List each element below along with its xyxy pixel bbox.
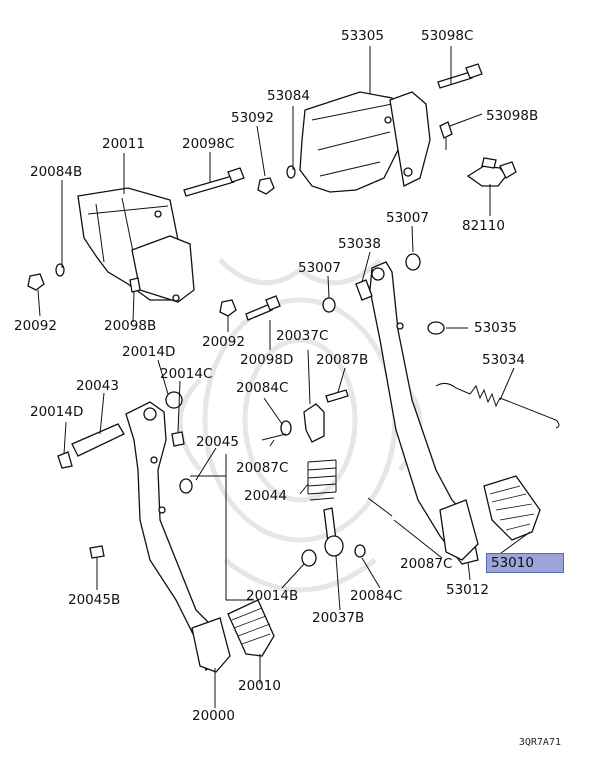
label-53034[interactable]: 53034 — [482, 352, 525, 368]
label-20098D[interactable]: 20098D — [240, 352, 294, 368]
washer-53084[interactable] — [286, 165, 296, 179]
label-53007-upper[interactable]: 53007 — [386, 210, 429, 226]
label-20087C-mid[interactable]: 20087C — [236, 460, 289, 476]
label-53084[interactable]: 53084 — [267, 88, 310, 104]
pedal-arm-20000[interactable] — [125, 401, 231, 673]
washer-20084C-top[interactable] — [280, 420, 292, 436]
label-20098C[interactable]: 20098C — [182, 136, 235, 152]
label-20043[interactable]: 20043 — [76, 378, 119, 394]
label-20092-center[interactable]: 20092 — [202, 334, 245, 350]
pin-20087C-mid[interactable] — [261, 433, 287, 441]
bolt-53098C[interactable] — [437, 63, 483, 89]
label-20092-left[interactable]: 20092 — [14, 318, 57, 334]
nut-20092-left[interactable] — [27, 273, 45, 291]
bolt-20098D[interactable] — [245, 295, 281, 321]
label-20087B[interactable]: 20087B — [316, 352, 369, 368]
nut-20092-center[interactable] — [219, 299, 237, 317]
label-20045B[interactable]: 20045B — [68, 592, 121, 608]
stopper-53035[interactable] — [427, 321, 445, 335]
bushing-53007-lower[interactable] — [322, 297, 336, 313]
washer-20084C-bottom[interactable] — [354, 544, 366, 558]
label-20000[interactable]: 20000 — [192, 708, 235, 724]
bushing-53038[interactable] — [355, 279, 373, 301]
pedal-pad-53010[interactable] — [483, 475, 541, 541]
label-20037B[interactable]: 20037B — [312, 610, 365, 626]
label-53007-lower[interactable]: 53007 — [298, 260, 341, 276]
spring-20044[interactable] — [307, 459, 337, 501]
label-53012[interactable]: 53012 — [446, 582, 489, 598]
label-20014D-top[interactable]: 20014D — [122, 344, 176, 360]
bushing-20014C[interactable] — [171, 431, 185, 447]
bolt-20098C[interactable] — [183, 167, 245, 197]
label-20084B[interactable]: 20084B — [30, 164, 83, 180]
label-20014D-left[interactable]: 20014D — [30, 404, 84, 420]
label-20037C[interactable]: 20037C — [276, 328, 329, 344]
label-53098B[interactable]: 53098B — [486, 108, 539, 124]
leader-lines — [37, 46, 531, 708]
nut-53092[interactable] — [257, 177, 275, 195]
spring-53034[interactable] — [435, 382, 560, 429]
label-20014C[interactable]: 20014C — [160, 366, 213, 382]
label-20087C-right[interactable]: 20087C — [400, 556, 453, 572]
label-53035[interactable]: 53035 — [474, 320, 517, 336]
bushing-20045[interactable] — [179, 478, 193, 494]
bushing-53007-upper[interactable] — [405, 253, 421, 271]
diagram-code: 3QR7A71 — [518, 737, 561, 748]
bolt-53098B[interactable] — [439, 121, 453, 150]
label-53098C[interactable]: 53098C — [421, 28, 474, 44]
pedal-bracket-53305[interactable] — [299, 91, 431, 193]
label-20010[interactable]: 20010 — [238, 678, 281, 694]
stopper-20045B[interactable] — [89, 545, 105, 578]
pin-20087B[interactable] — [325, 389, 349, 403]
label-20044[interactable]: 20044 — [244, 488, 287, 504]
label-53010-highlighted[interactable]: 53010 — [486, 553, 564, 573]
washer-20084B[interactable] — [55, 263, 65, 277]
bushing-20014B[interactable] — [301, 549, 317, 567]
pedal-arm-53012[interactable] — [369, 261, 479, 565]
label-20084C-top[interactable]: 20084C — [236, 380, 289, 396]
bushing-20014D-left[interactable] — [57, 451, 73, 469]
watermark-emblem — [177, 258, 423, 593]
label-20084C-bottom[interactable]: 20084C — [350, 588, 403, 604]
label-82110[interactable]: 82110 — [462, 218, 505, 234]
pin-20087C-right[interactable] — [367, 497, 393, 517]
rod-20037B[interactable] — [323, 507, 344, 557]
label-20014B[interactable]: 20014B — [246, 588, 299, 604]
label-53305[interactable]: 53305 — [341, 28, 384, 44]
label-53038[interactable]: 53038 — [338, 236, 381, 252]
switch-82110[interactable] — [466, 157, 517, 187]
label-53092[interactable]: 53092 — [231, 110, 274, 126]
rod-20037C[interactable] — [303, 403, 325, 443]
bolt-20098B[interactable] — [129, 277, 141, 293]
label-20011[interactable]: 20011 — [102, 136, 145, 152]
shaft-20043[interactable] — [71, 423, 125, 457]
bushing-20014D-top[interactable] — [165, 391, 183, 409]
label-20045[interactable]: 20045 — [196, 434, 239, 450]
pedal-pad-20010[interactable] — [227, 599, 275, 657]
label-20098B[interactable]: 20098B — [104, 318, 157, 334]
